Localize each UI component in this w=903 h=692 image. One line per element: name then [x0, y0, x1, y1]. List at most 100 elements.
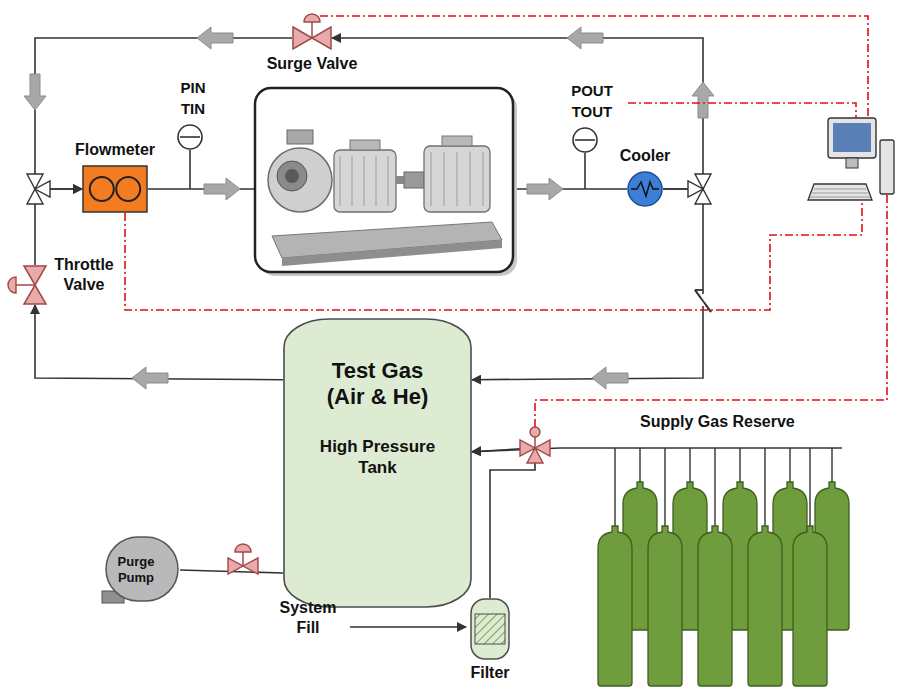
purge-valve	[243, 558, 258, 574]
cooling-fin	[388, 156, 389, 206]
monitor-stand	[846, 158, 858, 168]
throttle-valve: Throttle Valve	[23, 265, 47, 305]
flow-arrow	[567, 27, 603, 49]
valve-stem	[242, 552, 244, 566]
manifold-drop	[689, 448, 690, 482]
computer-screen	[833, 123, 871, 152]
node-label: Throttle Valve	[51, 255, 117, 295]
three-way-valve	[35, 181, 50, 197]
impeller-inlet	[277, 161, 307, 191]
computer-tower	[880, 140, 894, 194]
valve-body	[293, 27, 331, 49]
node-label: Flowmeter	[75, 140, 155, 160]
valve-actuator	[235, 544, 251, 552]
keyboard	[808, 184, 872, 200]
gas-cylinder	[598, 526, 632, 686]
gauge-stem	[584, 153, 586, 189]
outlet-flange	[287, 130, 313, 144]
manifold-drop	[714, 448, 715, 526]
valve-stem	[534, 436, 536, 448]
filter-body	[471, 599, 509, 659]
flow-arrow	[24, 74, 46, 110]
surge-valve-outline	[292, 26, 332, 50]
purge-pump: Purge Pump	[100, 535, 180, 605]
cooler: Cooler	[627, 171, 663, 207]
flow-arrow	[132, 367, 168, 389]
tank-body	[284, 319, 471, 607]
manifold-drop	[664, 448, 665, 526]
signal-line	[125, 200, 862, 310]
gas-cylinder	[748, 526, 782, 686]
cooling-fin	[444, 152, 445, 206]
filter-outline	[470, 598, 510, 660]
flowmeter-body	[83, 166, 147, 212]
node-label: TOUT	[572, 102, 613, 122]
flow-arrow	[592, 367, 628, 389]
gas-cylinder	[793, 526, 827, 686]
node-label: Supply Gas Reserve	[640, 412, 795, 432]
impeller-eye	[285, 169, 299, 183]
throttle-valve-outline	[23, 265, 47, 305]
node-label: Purge Pump	[106, 554, 166, 586]
node-label: TIN	[181, 99, 205, 119]
rotor	[116, 177, 140, 201]
pump-body	[106, 537, 178, 601]
compressor-panel	[255, 88, 513, 272]
node-label: Cooler	[620, 146, 671, 166]
rotor	[90, 177, 114, 201]
gauge-stem	[189, 150, 191, 189]
computer-monitor	[828, 118, 876, 158]
gauge-outline	[177, 124, 203, 150]
coil	[631, 182, 659, 196]
check-valve	[695, 290, 711, 312]
keyboard-keys	[812, 193, 868, 194]
volute-casing	[268, 148, 332, 212]
gas-cylinders: Supply Gas Reserve	[560, 440, 850, 688]
cooling-fin	[483, 152, 484, 206]
manifold-drop	[639, 448, 640, 482]
cooler-outline	[627, 171, 663, 207]
surge-valve: Surge Valve	[292, 26, 332, 50]
flow-arrow	[204, 178, 240, 200]
supply-valve	[527, 448, 543, 463]
node-label: High Pressure Tank	[313, 436, 443, 478]
manifold-drop	[789, 448, 790, 482]
manifold-drop	[614, 448, 615, 526]
gas-cylinder	[648, 526, 682, 686]
cooling-fin	[376, 156, 377, 206]
gas-cylinder	[698, 526, 732, 686]
keyboard-keys	[814, 189, 866, 190]
cooling-fin	[431, 152, 432, 206]
signal-line	[535, 194, 887, 427]
gauge: POUTTOUT	[572, 127, 598, 153]
signal-line	[320, 16, 868, 118]
shaft	[396, 176, 404, 184]
manifold-drop	[809, 448, 810, 526]
pipe-connector	[35, 38, 292, 189]
valve-body	[24, 266, 46, 304]
filter: Filter	[470, 598, 510, 660]
cooling-fin	[352, 156, 353, 206]
gauge-dial	[573, 128, 597, 152]
node-label: Test Gas (Air & He)	[313, 358, 443, 410]
purge-valve	[228, 558, 243, 574]
annotation-label: System Fill	[270, 598, 346, 638]
node-label: Surge Valve	[267, 54, 358, 74]
terminal-box	[442, 136, 472, 146]
cooling-fin	[470, 152, 471, 206]
check-valve	[695, 290, 711, 312]
valve-stem	[16, 284, 35, 286]
manifold-drop	[764, 448, 765, 526]
cooler-body	[628, 172, 662, 206]
pipe-connector	[472, 448, 535, 598]
gauge-outline	[572, 127, 598, 153]
valve-stem	[311, 22, 313, 38]
pipe-connector	[35, 189, 82, 265]
cooling-fin	[340, 156, 341, 206]
valve-actuator	[8, 277, 16, 293]
gauge-needle	[180, 136, 200, 138]
pressure-tank: Test Gas (Air & He) High Pressure Tank	[283, 318, 472, 608]
gauge: PINTIN	[177, 124, 203, 150]
valve-actuator	[304, 14, 320, 22]
